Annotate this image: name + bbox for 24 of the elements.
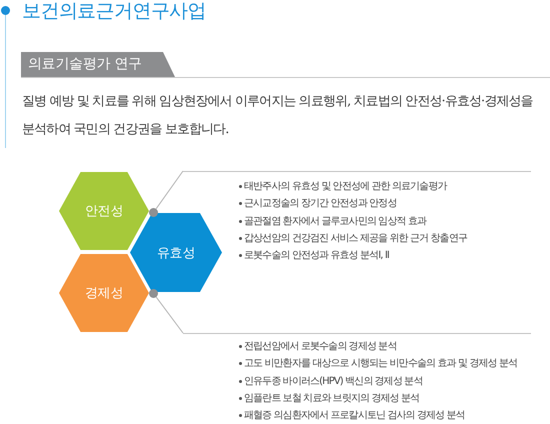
hexagon-label: 경제성 <box>84 285 124 302</box>
section-tab <box>21 52 175 77</box>
hexagon-label: 안전성 <box>84 203 124 220</box>
list-item-text: 고도 비만환자를 대상으로 시행되는 비만수술의 효과 및 경제성 분석 <box>244 357 518 372</box>
junction-dot-icon <box>149 208 158 217</box>
connector-line <box>156 296 184 334</box>
hexagon <box>129 212 223 293</box>
list-item-text: 로봇수술의 안전성과 유효성 분석Ⅰ, Ⅱ <box>244 249 389 264</box>
connector-line <box>156 170 184 210</box>
list-item-text: 임플란트 보철 치료와 브릿지의 경제성 분석 <box>244 392 420 406</box>
list-item-text: 전립선암에서 로봇수술의 경제성 분석 <box>244 340 396 354</box>
list-item-text: 갑상선암의 건강검진 서비스 제공을 위한 근거 창출연구 <box>244 232 467 246</box>
hexagon <box>58 253 150 333</box>
page-title: 보건의료근거연구사업 <box>22 0 206 24</box>
description-text: 질병 예방 및 치료를 위해 임상현장에서 이루어지는 의료행위, 치료법의 안전성·유효성·경제성을 분석하여 국민의 건강권을 보호합니다. <box>22 93 534 139</box>
list-item-text: 근시교정술의 장기간 안전성과 안정성 <box>244 197 396 212</box>
hexagon <box>58 171 150 251</box>
list-item-text: 패혈증 의심환자에서 프로칼시토닌 검사의 경제성 분석 <box>244 409 465 424</box>
list-item-text: 인유두종 바이러스(HPV) 백신의 경제성 분석 <box>244 374 422 389</box>
list-item-text: 태반주사의 유효성 및 안전성에 관한 의료기술평가 <box>244 180 446 194</box>
junction-dot-icon <box>149 289 158 298</box>
list-item-text: 골관절염 환자에서 글루코사민의 임상적 효과 <box>244 214 426 229</box>
tab-label: 의료기술평가 연구 <box>28 55 142 74</box>
hexagon-label: 유효성 <box>156 244 196 262</box>
